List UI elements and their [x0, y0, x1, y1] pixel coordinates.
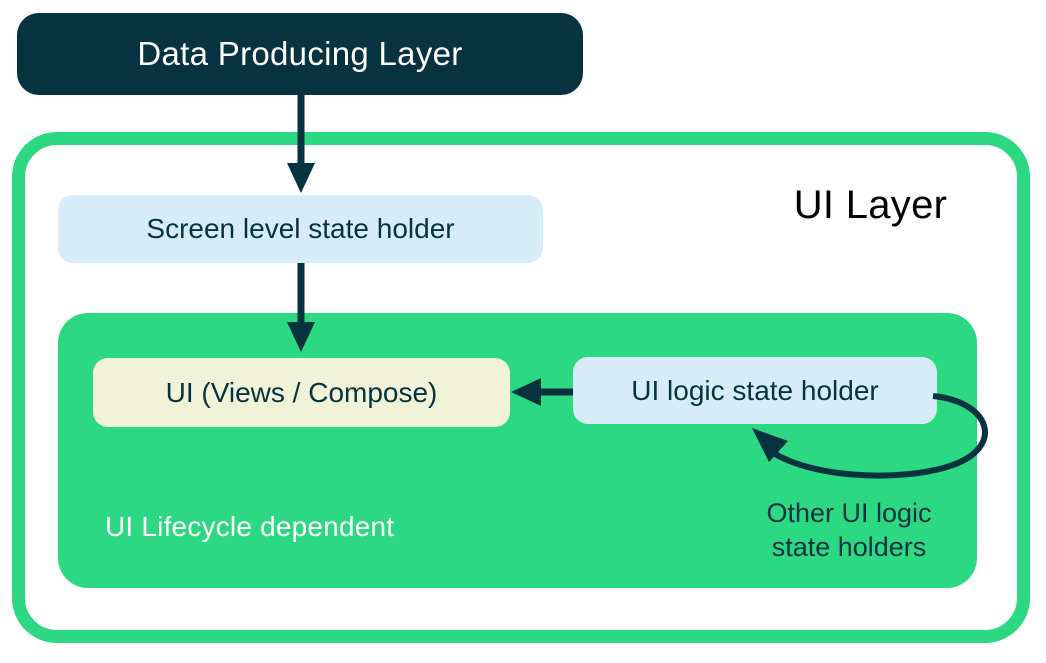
- ui-lifecycle-dependent-label: UI Lifecycle dependent: [105, 511, 395, 542]
- node-ui-views-compose: UI (Views / Compose): [93, 358, 510, 427]
- node-screen-level-state-holder: Screen level state holder: [58, 195, 543, 263]
- node-data-producing-layer: Data Producing Layer: [17, 13, 583, 95]
- other-ui-logic-state-holders-label: Other UI logic state holders: [743, 496, 955, 564]
- other-ui-logic-state-holders-line2: state holders: [771, 532, 927, 562]
- other-ui-logic-state-holders-line1: Other UI logic: [766, 498, 932, 528]
- node-ui-logic-state-holder-label: UI logic state holder: [631, 374, 879, 406]
- node-screen-level-state-holder-label: Screen level state holder: [146, 213, 455, 244]
- node-ui-logic-state-holder: UI logic state holder: [573, 357, 937, 424]
- node-ui-views-compose-label: UI (Views / Compose): [165, 376, 438, 408]
- node-data-producing-layer-label: Data Producing Layer: [137, 35, 463, 72]
- ui-layer-title: UI Layer: [793, 183, 948, 227]
